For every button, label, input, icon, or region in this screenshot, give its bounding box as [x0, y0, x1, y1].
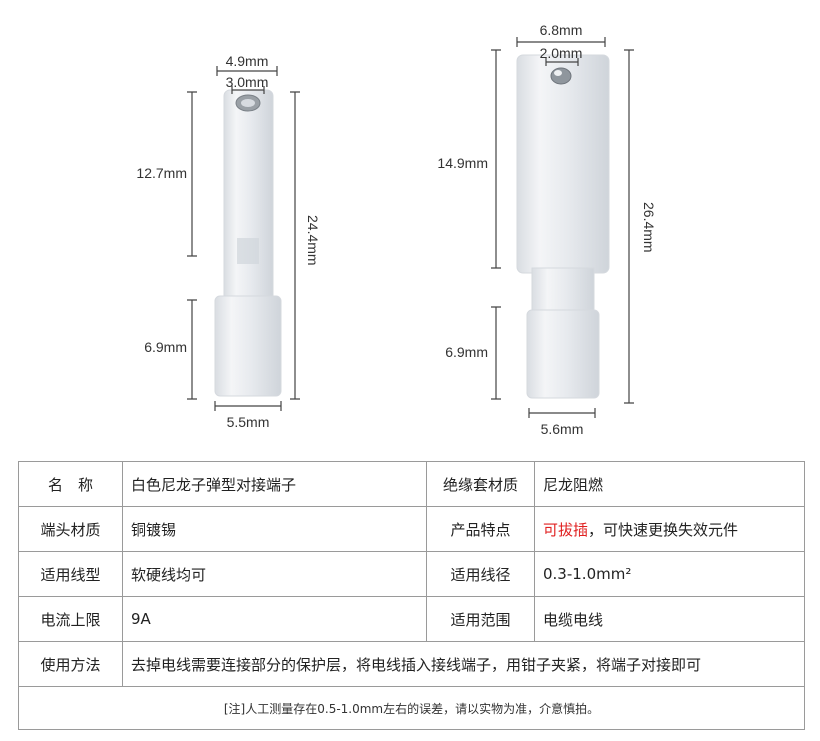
table-row: 使用方法 去掉电线需要连接部分的保护层，将电线插入接线端子，用钳子夹紧，将端子对…	[18, 641, 805, 687]
right-base-length-label: 6.9mm	[445, 344, 488, 360]
left-terminal-pin	[241, 99, 255, 107]
wire-diameter-label: 适用线径	[426, 551, 535, 597]
table-row: 电流上限 9A 适用范围 电缆电线	[18, 596, 805, 642]
insulation-label: 绝缘套材质	[426, 461, 535, 507]
right-total-length-label: 26.4mm	[641, 202, 657, 253]
scope-value: 电缆电线	[534, 596, 805, 642]
left-terminal-crimp	[237, 238, 259, 264]
right-body-length-label: 14.9mm	[437, 155, 488, 171]
left-total-length-label: 24.4mm	[305, 215, 321, 266]
usage-label: 使用方法	[18, 641, 123, 687]
terminal-material-label: 端头材质	[18, 506, 123, 552]
right-terminal-pin	[550, 67, 572, 85]
right-terminal-head	[516, 54, 610, 274]
table-row: [注]人工测量存在0.5-1.0mm左右的误差，请以实物为准，介意慎拍。	[18, 686, 805, 730]
right-dimensions: 6.8mm 2.0mm 14.9mm 26.4mm 6.9mm 5.6mm	[437, 22, 657, 437]
left-terminal	[214, 89, 282, 397]
left-dimensions: 4.9mm 3.0mm 12.7mm 24.4mm 6.9mm 5.5mm	[136, 53, 321, 430]
current-value: 9A	[122, 596, 427, 642]
current-label: 电流上限	[18, 596, 123, 642]
insulation-value: 尼龙阻燃	[534, 461, 805, 507]
name-value: 白色尼龙子弹型对接端子	[122, 461, 427, 507]
measurement-note: [注]人工测量存在0.5-1.0mm左右的误差，请以实物为准，介意慎拍。	[18, 686, 805, 730]
right-terminal	[516, 54, 610, 399]
scope-label: 适用范围	[426, 596, 535, 642]
right-top-outer-label: 6.8mm	[540, 22, 583, 38]
feature-value: 可拔插，可快速更换失效元件	[534, 506, 805, 552]
table-row: 适用线型 软硬线均可 适用线径 0.3-1.0mm²	[18, 551, 805, 597]
feature-rest: ，可快速更换失效元件	[588, 520, 739, 539]
name-label: 名 称	[18, 461, 123, 507]
left-top-outer-label: 4.9mm	[226, 53, 269, 69]
wire-diameter-value: 0.3-1.0mm²	[534, 551, 805, 597]
left-terminal-body	[223, 89, 274, 303]
feature-label: 产品特点	[426, 506, 535, 552]
usage-value: 去掉电线需要连接部分的保护层，将电线插入接线端子，用钳子夹紧，将端子对接即可	[122, 641, 805, 687]
spec-table: 名 称 白色尼龙子弹型对接端子 绝缘套材质 尼龙阻燃 端头材质 铜镀锡 产品特点…	[18, 461, 805, 730]
wire-type-label: 适用线型	[18, 551, 123, 597]
table-row: 端头材质 铜镀锡 产品特点 可拔插，可快速更换失效元件	[18, 506, 805, 552]
left-base-width-label: 5.5mm	[227, 414, 270, 430]
feature-highlight: 可拔插	[543, 520, 589, 539]
terminal-dimension-diagram: 4.9mm 3.0mm 12.7mm 24.4mm 6.9mm 5.5mm 6.…	[136, 22, 657, 437]
left-base-length-label: 6.9mm	[144, 339, 187, 355]
right-top-inner-label: 2.0mm	[540, 45, 583, 61]
left-terminal-base	[214, 295, 282, 397]
table-row: 名 称 白色尼龙子弹型对接端子 绝缘套材质 尼龙阻燃	[18, 461, 805, 507]
terminal-material-value: 铜镀锡	[122, 506, 427, 552]
wire-type-value: 软硬线均可	[122, 551, 427, 597]
right-terminal-pin-highlight	[554, 70, 562, 76]
left-top-inner-label: 3.0mm	[226, 74, 269, 90]
right-base-width-label: 5.6mm	[541, 421, 584, 437]
right-terminal-base	[526, 309, 600, 399]
left-body-length-label: 12.7mm	[136, 165, 187, 181]
